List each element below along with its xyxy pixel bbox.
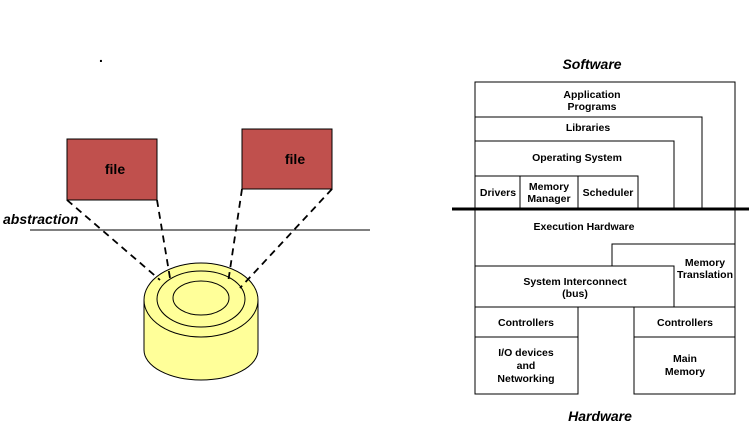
main-memory-line2: Memory <box>665 366 705 378</box>
file-abstraction-diagram: . file file abstraction <box>3 49 370 381</box>
controllers-right-label: Controllers <box>657 317 713 329</box>
system-interconnect-line2: (bus) <box>562 288 588 300</box>
memory-translation-line1: Memory <box>685 257 725 269</box>
libraries-label: Libraries <box>566 122 611 134</box>
memory-translation-region <box>611 243 735 266</box>
abstraction-label: abstraction <box>3 211 78 227</box>
scheduler-label: Scheduler <box>583 187 634 199</box>
system-layers-diagram: Software Application Programs Libraries … <box>452 56 749 424</box>
memory-manager-box <box>519 175 579 210</box>
controllers-left-label: Controllers <box>498 317 554 329</box>
io-devices-box <box>474 336 579 395</box>
main-memory-line1: Main <box>673 353 697 365</box>
file-label-right: file <box>285 151 305 167</box>
memory-manager-line1: Memory <box>529 181 569 193</box>
stray-dot: . <box>99 49 103 65</box>
hardware-heading: Hardware <box>568 408 632 424</box>
main-memory-box <box>633 336 736 395</box>
memory-manager-line2: Manager <box>527 193 570 205</box>
application-label-line1: Application <box>563 89 620 101</box>
io-devices-line1: I/O devices <box>498 347 554 359</box>
scheduler-box <box>577 175 639 210</box>
file-box-left <box>66 138 158 201</box>
memory-translation-line2: Translation <box>677 269 733 281</box>
application-label-line2: Programs <box>567 101 616 113</box>
drivers-box <box>474 175 521 210</box>
system-interconnect-box <box>474 265 675 308</box>
mapping-lines <box>66 188 333 289</box>
software-heading: Software <box>562 56 621 72</box>
file-box-right <box>241 128 333 190</box>
operating-system-label: Operating System <box>532 152 622 164</box>
system-interconnect-line1: System Interconnect <box>523 276 627 288</box>
io-devices-line3: Networking <box>497 373 554 385</box>
execution-hardware-label: Execution Hardware <box>534 221 635 233</box>
controllers-right-box <box>633 306 736 338</box>
io-devices-line2: and <box>517 360 536 372</box>
drivers-label: Drivers <box>480 187 516 199</box>
file-label-left: file <box>105 161 125 177</box>
disk-icon <box>143 262 259 381</box>
